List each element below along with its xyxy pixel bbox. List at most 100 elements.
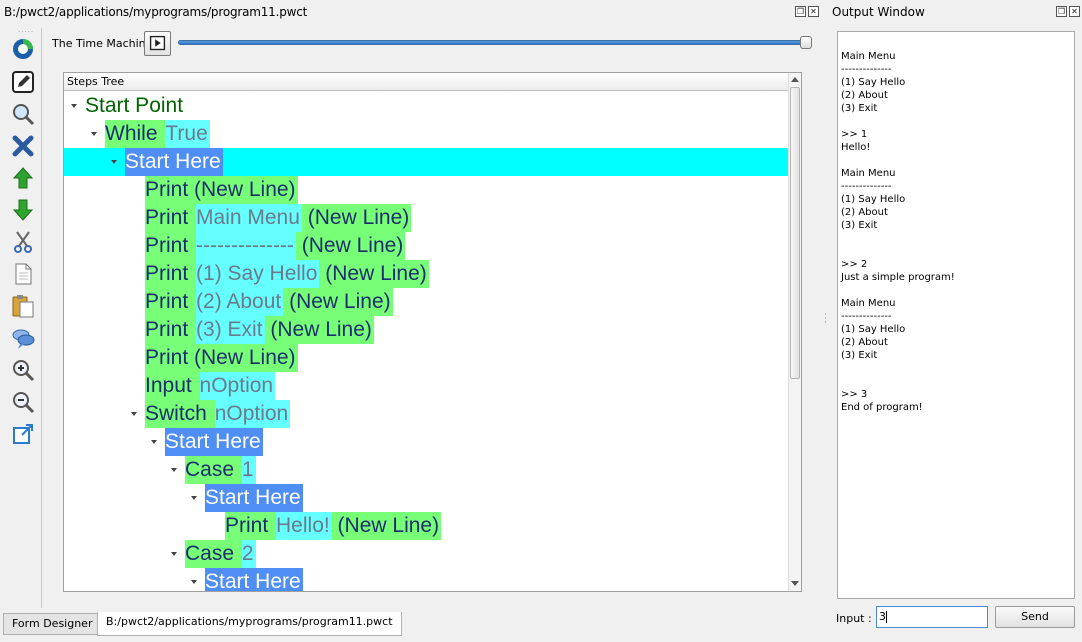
external-window-icon[interactable] [10,421,36,447]
output-line: -------------- [841,181,892,192]
tree-row-segment: Start Here [205,568,303,591]
output-line: (2) About [841,90,888,101]
move-down-icon[interactable] [10,197,36,223]
tree-row-segment: (New Line) [283,288,393,316]
logo-icon[interactable] [10,36,36,62]
delete-icon[interactable] [10,133,36,159]
tree-row-segment: Print [145,260,197,288]
output-line: (3) Exit [841,220,878,231]
tree-row[interactable]: Switch nOption [64,400,788,428]
output-line [841,362,1071,375]
tree-row[interactable]: Print (New Line) [64,176,788,204]
tree-row[interactable]: Print Main Menu (New Line) [64,204,788,232]
find-icon[interactable] [10,101,36,127]
tree-row-segment: Hello! [276,512,332,540]
expand-arrow-icon[interactable] [171,468,177,472]
output-line [841,245,1071,258]
tree-row[interactable]: Input nOption [64,372,788,400]
paste-icon[interactable] [10,293,36,319]
tree-row-label: Print Main Menu (New Line) [145,204,412,232]
output-line [841,375,1071,388]
zoom-out-icon[interactable] [10,389,36,415]
output-line: Main Menu [841,298,896,309]
tree-row-segment: 1 [241,456,256,484]
tree-row[interactable]: Print (1) Say Hello (New Line) [64,260,788,288]
zoom-in-icon[interactable] [10,357,36,383]
expand-arrow-icon[interactable] [131,412,137,416]
close-icon[interactable]: ✕ [1069,6,1080,17]
expand-arrow-icon[interactable] [151,440,157,444]
scrollbar-thumb[interactable] [790,87,800,379]
close-icon[interactable]: ✕ [808,6,819,17]
tree-row-segment: Print [145,204,197,232]
tree-row[interactable]: Start Point [64,92,788,120]
tree-row[interactable]: Print (3) Exit (New Line) [64,316,788,344]
tree-row[interactable]: Case 2 [64,540,788,568]
tree-row-segment: (3) Exit [196,316,265,344]
tree-row[interactable]: Start Here [64,148,788,176]
tree-row-label: Print Hello! (New Line) [225,512,442,540]
time-machine-slider[interactable] [178,40,810,45]
comment-icon[interactable] [10,325,36,351]
output-line: (3) Exit [841,103,878,114]
copy-icon[interactable] [10,261,36,287]
float-icon[interactable]: ❐ [795,6,806,17]
tree-row-segment: Case [185,456,242,484]
cut-icon[interactable] [10,229,36,255]
tree-row-label: While True [105,120,210,148]
expand-arrow-icon[interactable] [71,104,77,108]
tab-form-designer[interactable]: Form Designer [3,613,102,635]
tree-row-segment: True [165,120,210,148]
output-line: >> 3 [841,389,868,400]
input-field[interactable]: 3 [876,606,988,628]
steps-toolbar: ····· [4,28,42,608]
send-button[interactable]: Send [995,606,1075,628]
edit-icon[interactable] [10,69,36,95]
tree-row[interactable]: Start Here [64,568,788,591]
tree-row-label: Case 2 [185,540,256,568]
float-icon[interactable]: ❐ [1056,6,1067,17]
scroll-down-icon[interactable] [791,581,799,586]
expand-arrow-icon[interactable] [191,496,197,500]
tree-row[interactable]: While True [64,120,788,148]
tree-row-segment: (New Line) [331,512,442,540]
output-line: (2) About [841,207,888,218]
move-up-icon[interactable] [10,165,36,191]
output-line [841,154,1071,167]
steps-tree-scrollbar[interactable] [788,73,801,591]
expand-arrow-icon[interactable] [191,580,197,584]
tree-row[interactable]: Start Here [64,484,788,512]
tree-row[interactable]: Case 1 [64,456,788,484]
tree-row-segment: nOption [199,372,276,400]
tree-row-label: Switch nOption [145,400,291,428]
tab-program-file[interactable]: B:/pwct2/applications/myprograms/program… [97,612,402,636]
input-label: Input : [836,612,872,625]
scroll-up-icon[interactable] [791,77,799,82]
tree-row[interactable]: Print (New Line) [64,344,788,372]
tree-row[interactable]: Start Here [64,428,788,456]
dock-splitter[interactable]: ··· [824,310,827,328]
expand-arrow-icon[interactable] [111,160,117,164]
tree-row[interactable]: Print -------------- (New Line) [64,232,788,260]
expand-arrow-icon[interactable] [91,132,97,136]
output-line: (2) About [841,337,888,348]
tree-row-segment: nOption [214,400,291,428]
tree-row-label: Start Here [125,148,223,176]
output-line: -------------- [841,64,892,75]
tree-row-label: Print -------------- (New Line) [145,232,406,260]
output-line: Hello! [841,142,871,153]
time-machine-slider-handle[interactable] [800,36,812,49]
tree-row-label: Start Point [85,92,185,120]
output-text: Main Menu--------------(1) Say Hello(2) … [837,31,1075,599]
output-line: Just a simple program! [841,272,955,283]
output-line [841,115,1071,128]
tree-row-segment: Main Menu [196,204,302,232]
time-machine-play-button[interactable] [144,31,171,56]
tree-row-label: Case 1 [185,456,256,484]
tree-row-segment: (New Line) [295,232,406,260]
tree-row[interactable]: Print Hello! (New Line) [64,512,788,540]
tree-row-segment: Start Here [125,148,223,176]
expand-arrow-icon[interactable] [171,552,177,556]
tree-row[interactable]: Print (2) About (New Line) [64,288,788,316]
